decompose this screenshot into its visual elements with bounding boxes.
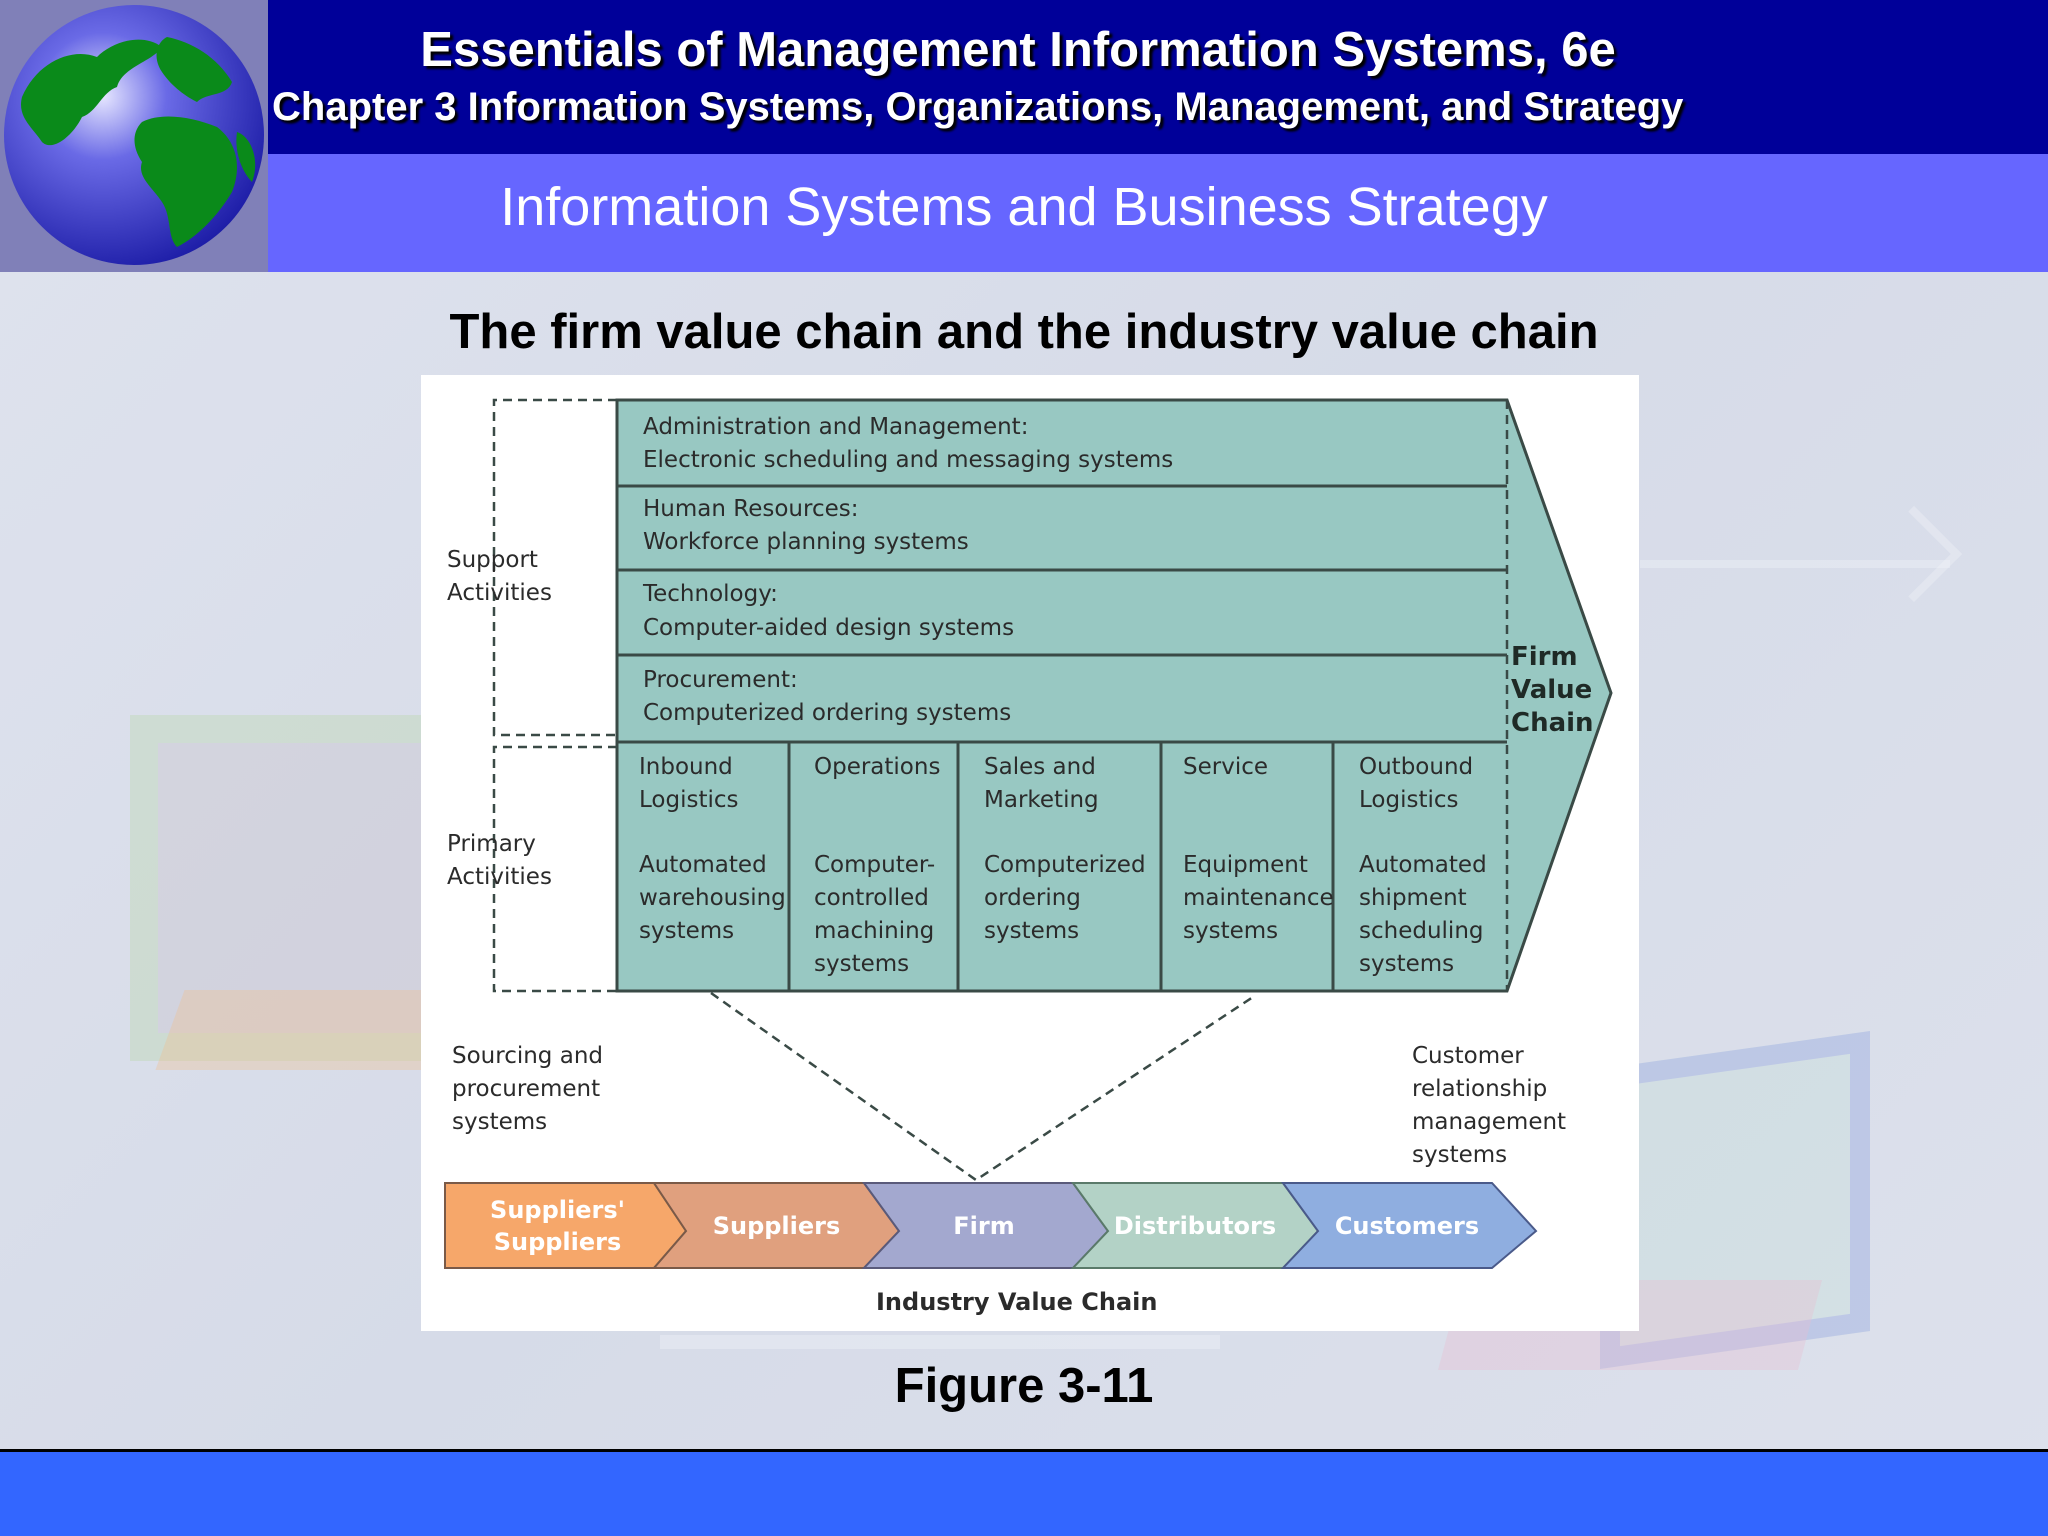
slide-heading: The firm value chain and the industry va… — [449, 305, 1599, 359]
chevron-label: Firm — [953, 1212, 1015, 1240]
support-row-system: Workforce planning systems — [643, 529, 969, 555]
support-row-title: Administration and Management: — [643, 414, 1029, 440]
chevron-label: Suppliers' Suppliers — [490, 1196, 625, 1256]
primary-col-system: Equipment maintenance systems — [1183, 852, 1334, 944]
firm-value-chain-label: Firm Value Chain — [1511, 642, 1594, 738]
bg-arrowhead-decoration — [1865, 505, 1963, 603]
value-chain-figure: Support Activities Primary Activities Fi… — [421, 375, 1639, 1331]
support-activities-label: Support Activities — [447, 547, 552, 606]
primary-col-title: Inbound Logistics — [639, 754, 739, 813]
sourcing-label: Sourcing and procurement systems — [452, 1043, 603, 1135]
primary-col-system: Computerized ordering systems — [984, 852, 1146, 944]
support-row-system: Electronic scheduling and messaging syst… — [643, 447, 1174, 473]
crm-label: Customer relationship management systems — [1412, 1043, 1567, 1168]
support-row-system: Computer-aided design systems — [643, 615, 1015, 641]
primary-col-system: Automated warehousing systems — [639, 852, 786, 944]
support-row-title: Technology: — [643, 581, 778, 607]
primary-col-system: Automated shipment scheduling systems — [1359, 852, 1487, 977]
primary-activities-label: Primary Activities — [447, 831, 552, 890]
chevron-customers — [1280, 1182, 1538, 1269]
globe-icon — [4, 5, 264, 265]
support-row-title: Procurement: — [643, 667, 798, 693]
funnel-lines — [710, 991, 1257, 1182]
value-chain-diagram — [444, 398, 1613, 1269]
primary-col-title: Sales and Marketing — [984, 754, 1099, 813]
primary-col-title: Outbound Logistics — [1359, 754, 1474, 813]
chevron-label: Suppliers — [712, 1212, 841, 1240]
figure-caption: Figure 3-11 — [894, 1359, 1154, 1413]
primary-col-system: Computer- controlled machining systems — [814, 852, 936, 977]
chevron-label: Distributors — [1113, 1212, 1277, 1240]
support-bracket — [492, 398, 617, 737]
primary-col-title: Service — [1183, 754, 1269, 780]
globe-logo-box — [0, 0, 268, 272]
bg-arrow-decoration-bottom — [660, 1335, 1220, 1349]
section-title: Information Systems and Business Strateg… — [500, 177, 1548, 237]
header-bar — [268, 0, 2048, 154]
primary-col-title: Operations — [814, 754, 941, 780]
firm-value-chain-shape — [615, 398, 1613, 993]
footer-bar — [0, 1449, 2048, 1536]
primary-bracket — [492, 745, 617, 993]
support-row-title: Human Resources: — [643, 496, 859, 522]
bg-arrow-decoration — [1640, 560, 1950, 568]
industry-value-chain-label: Industry Value Chain — [876, 1288, 1158, 1316]
course-title: Essentials of Management Information Sys… — [420, 23, 1616, 77]
section-bar — [268, 154, 2048, 272]
chapter-title: Chapter 3 Information Systems, Organizat… — [272, 85, 1684, 129]
support-row-system: Computerized ordering systems — [643, 700, 1012, 726]
chevron-label: Customers — [1334, 1212, 1480, 1240]
